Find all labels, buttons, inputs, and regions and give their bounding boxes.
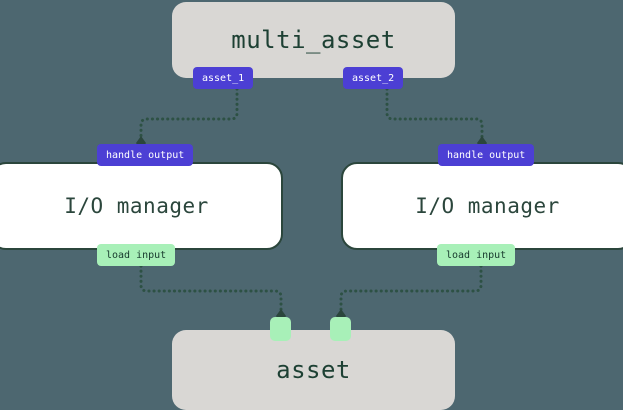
- handle-load-input-left[interactable]: load input: [97, 244, 176, 266]
- edge-asset1-handle-output-left: [139, 87, 239, 140]
- node-io-manager-left[interactable]: I/O manager: [0, 162, 283, 250]
- edge-loadinput-right-asset: [339, 264, 483, 312]
- node-asset-label: asset: [276, 356, 351, 384]
- node-asset[interactable]: asset: [172, 330, 455, 410]
- handle-asset-input-left[interactable]: [270, 317, 291, 341]
- node-multi-asset-label: multi_asset: [231, 26, 396, 54]
- edge-asset2-handle-output-right: [385, 87, 484, 140]
- handle-load-input-right[interactable]: load input: [437, 244, 516, 266]
- handle-output-right[interactable]: handle output: [438, 144, 535, 166]
- handle-asset-1[interactable]: asset_1: [193, 67, 254, 89]
- edge-loadinput-left-asset: [139, 264, 283, 312]
- handle-output-left[interactable]: handle output: [97, 144, 194, 166]
- handle-asset-input-right[interactable]: [330, 317, 351, 341]
- node-multi-asset[interactable]: multi_asset: [172, 2, 455, 78]
- handle-asset-2[interactable]: asset_2: [343, 67, 404, 89]
- node-io-manager-left-label: I/O manager: [64, 194, 209, 218]
- node-io-manager-right-label: I/O manager: [415, 194, 560, 218]
- node-io-manager-right[interactable]: I/O manager: [341, 162, 623, 250]
